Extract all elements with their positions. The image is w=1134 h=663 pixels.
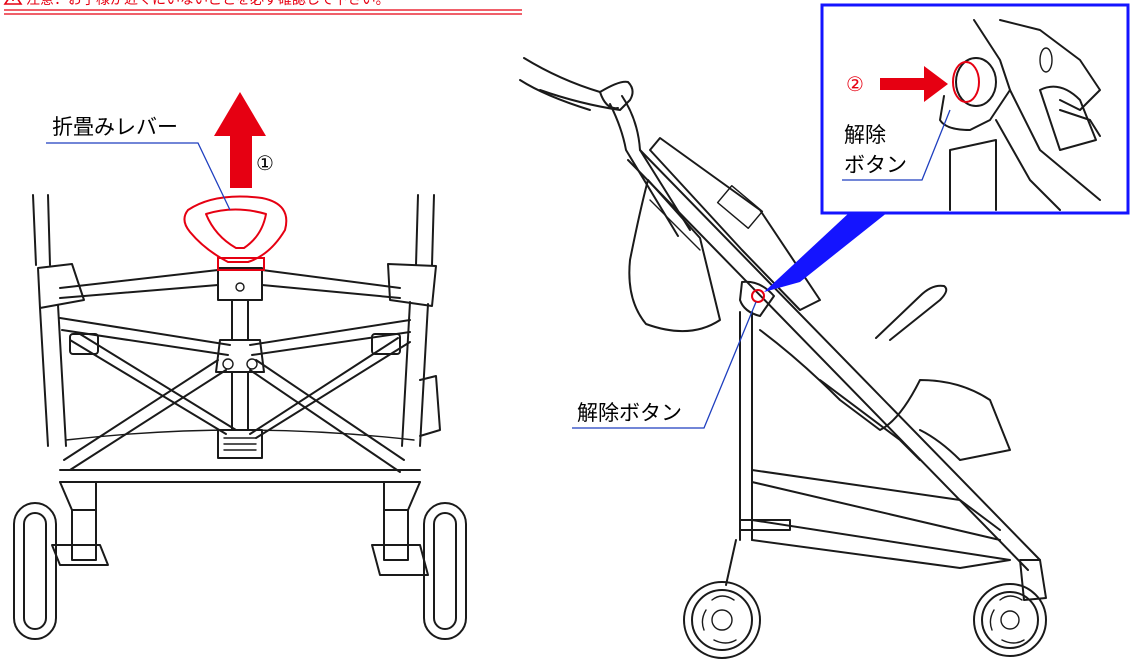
stroller-rear-view: [13, 194, 467, 640]
inset-leader-line: [842, 109, 951, 181]
inset-release-label-line1: 解除: [844, 123, 886, 147]
up-arrow-icon: [214, 92, 266, 188]
warning-triangle-icon: [3, 0, 23, 5]
fold-lever-leader-line: [46, 142, 231, 211]
fold-lever-label: 折畳みレバー: [52, 115, 178, 139]
fold-lever: [183, 195, 288, 271]
push-arrow-icon: [880, 66, 948, 102]
step-1-marker: ①: [256, 151, 274, 175]
warning-text: 注意：お子様が近くにいないことを必ず確認して下さい。: [26, 0, 390, 8]
warning-header: 注意：お子様が近くにいないことを必ず確認して下さい。: [3, 0, 522, 15]
inset-release-label-line2: ボタン: [844, 153, 907, 177]
callout-wedge: [764, 212, 888, 292]
release-button-label: 解除ボタン: [577, 401, 682, 425]
release-button-inset: ② 解除 ボタン: [820, 3, 1130, 215]
release-button-leader-line: [572, 301, 757, 429]
release-button-marker: [751, 289, 765, 303]
stroller-side-view: [519, 57, 1047, 659]
step-2-marker: ②: [846, 72, 864, 96]
